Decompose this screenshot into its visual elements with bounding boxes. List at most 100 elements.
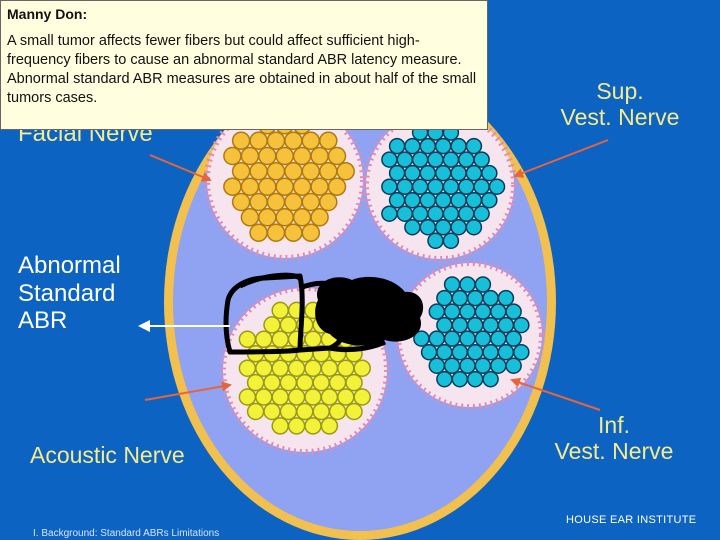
sup-vest-fiber [465, 137, 483, 155]
abnormal-line3: ABR [18, 307, 68, 335]
facial-fiber [284, 223, 303, 242]
sup-vest-fiber [473, 151, 490, 168]
inf-vest-nerve-label: Inf. Vest. Nerve [534, 412, 694, 465]
facial-fiber [301, 223, 321, 242]
sup-vest-fiber [404, 137, 421, 155]
sup-vest-fiber [481, 164, 498, 182]
inf-vest-fiber [451, 370, 469, 388]
inf-vest-fiber [466, 289, 484, 307]
acoustic-fiber [337, 359, 355, 377]
inf-vest-fiber [459, 303, 476, 320]
facial-fiber [327, 177, 347, 196]
acoustic-fiber [304, 330, 322, 349]
facial-fiber [292, 146, 312, 166]
facial-fiber [258, 146, 277, 166]
acoustic-fiber [263, 373, 281, 392]
inf-vest-fiber [420, 343, 438, 361]
inf-vest-fiber [428, 303, 446, 320]
sup-vest-fiber [473, 205, 490, 222]
acoustic-fiber [255, 330, 273, 349]
facial-fiber [258, 177, 277, 196]
sup-vest-fiber [419, 191, 437, 209]
acoustic-fiber [238, 359, 257, 377]
inf-vest-fiber [451, 316, 469, 334]
facial-fiber [319, 131, 338, 150]
acoustic-fiber [263, 316, 281, 334]
facial-fiber [327, 146, 347, 166]
acoustic-fiber [296, 402, 314, 421]
inf-vest-arrow [510, 377, 601, 411]
sup-vest-fiber [381, 151, 398, 168]
acoustic-fiber [271, 359, 289, 377]
abnormal-line1: Abnormal [18, 252, 121, 279]
facial-fiber [310, 146, 329, 166]
inf-vest-fiber [474, 330, 492, 347]
sup-vest-fiber [396, 178, 414, 195]
inf-vest-fiber [459, 357, 476, 374]
sup-vest-fiber [419, 164, 437, 182]
facial-fiber [319, 162, 338, 181]
acoustic-fiber [312, 373, 330, 392]
inf-vest-fiber [482, 343, 499, 361]
sup-vest-fiber [465, 218, 483, 236]
sup-vest-fiber [442, 205, 460, 222]
sup-vest-line2: Vest. Nerve [560, 104, 680, 131]
inf-vest-fiber [443, 330, 461, 347]
facial-fiber [249, 162, 268, 181]
inf-vest-fiber [443, 276, 461, 293]
inf-vest-fiber [474, 276, 492, 293]
sup-vest-fiber [381, 205, 398, 222]
facial-fiber [258, 208, 277, 227]
inf-vest-fiber [513, 343, 530, 361]
acoustic-fiber [328, 373, 347, 392]
sup-vest-fiber [404, 164, 421, 182]
inf-vest-fiber [482, 370, 499, 388]
facial-fiber [266, 131, 286, 150]
facial-fiber [231, 192, 251, 212]
acoustic-fiber [304, 359, 322, 377]
sup-vest-fiber [427, 178, 444, 195]
facial-arrow [149, 154, 212, 182]
acoustic-fiber [353, 359, 371, 377]
tumor [315, 276, 424, 346]
sup-vest-arrow [513, 139, 609, 178]
acoustic-fiber [279, 316, 298, 334]
acoustic-fiber [238, 388, 257, 406]
facial-fiber [231, 162, 251, 181]
acoustic-fiber [271, 330, 289, 349]
facial-fiber [266, 162, 286, 181]
inf-vest-fiber [443, 357, 461, 374]
inf-vest-fiber [466, 370, 484, 388]
footer-section-label: I. Background: Standard ABRs Limitations [33, 528, 220, 539]
acoustic-fiber [287, 388, 306, 406]
facial-fiber [336, 162, 355, 181]
comment-popup: Manny Don: A small tumor affects fewer f… [0, 0, 488, 130]
facial-fiber [292, 208, 312, 227]
acoustic-fiber [345, 373, 363, 392]
inf-vest-fiber [474, 357, 492, 374]
facial-fiber [275, 177, 294, 196]
inf-vest-fiber [436, 370, 453, 388]
acoustic-fiber [328, 402, 347, 421]
sup-vest-fiber [411, 178, 429, 195]
acoustic-nerve-text: Acoustic Nerve [30, 442, 185, 468]
comment-text: A small tumor affects fewer fibers but c… [7, 33, 477, 106]
acoustic-fiber [287, 359, 306, 377]
acoustic-fiber [320, 417, 339, 435]
inf-vest-fiber [466, 316, 484, 334]
sup-vest-fiber [434, 191, 452, 209]
sup-vest-fiber [404, 191, 421, 209]
sup-vest-fiber [473, 178, 490, 195]
inf-vest-fiber [497, 316, 515, 334]
inf-vest-fiber [436, 343, 453, 361]
sup-vest-fiber [481, 191, 498, 209]
inf-vest-fiber [466, 343, 484, 361]
sup-vest-fiber [434, 137, 452, 155]
inf-vest-fiber [490, 303, 507, 320]
facial-fiber [249, 223, 268, 242]
facial-fiber [240, 146, 260, 166]
inf-vest-fiber [459, 276, 476, 293]
facial-fiber [249, 192, 268, 212]
acoustic-fiber [287, 417, 306, 435]
facial-fiber [240, 177, 260, 196]
